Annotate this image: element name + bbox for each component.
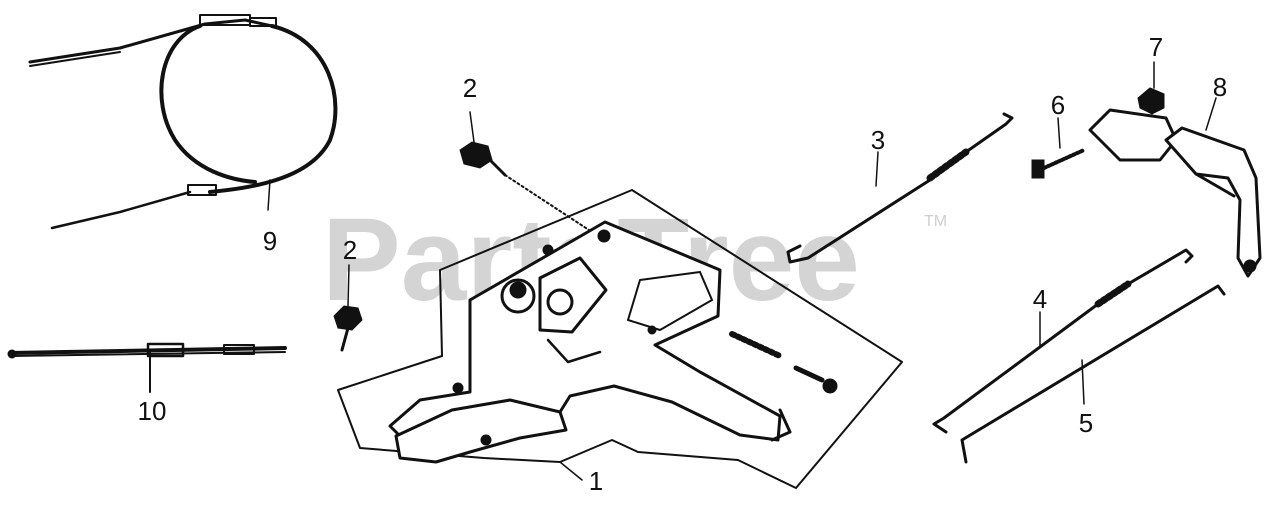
- part-10-cable-rod[interactable]: [7, 342, 287, 393]
- part-2-bolt-upper[interactable]: [459, 111, 593, 233]
- part-7-nut[interactable]: [1137, 61, 1165, 115]
- part-5-link-rod[interactable]: [960, 284, 1226, 464]
- part-6-screw[interactable]: [1031, 117, 1086, 179]
- part-4-spring-rod[interactable]: [932, 248, 1194, 434]
- part-8-control-lever[interactable]: [1088, 97, 1262, 278]
- callout-1: 1: [589, 466, 603, 496]
- callout-10: 10: [138, 396, 167, 426]
- callout-6: 6: [1051, 90, 1065, 120]
- callout-3: 3: [871, 125, 885, 155]
- callout-9: 9: [263, 226, 277, 256]
- callout-labels: 1 2 2 3 4 5 6 7 8 9 10: [138, 32, 1228, 496]
- part-1-spring-screw[interactable]: [729, 331, 838, 394]
- callout-5: 5: [1079, 408, 1093, 438]
- part-3-spring-rod[interactable]: [786, 112, 1014, 264]
- callout-2-lower: 2: [343, 235, 357, 265]
- callout-2-upper: 2: [463, 73, 477, 103]
- callout-4: 4: [1033, 284, 1047, 314]
- part-9-throttle-cable[interactable]: [28, 14, 338, 230]
- callout-8: 8: [1213, 72, 1227, 102]
- watermark-trademark: TM: [924, 213, 947, 230]
- part-1-control-base[interactable]: [337, 189, 903, 489]
- callout-7: 7: [1149, 32, 1163, 62]
